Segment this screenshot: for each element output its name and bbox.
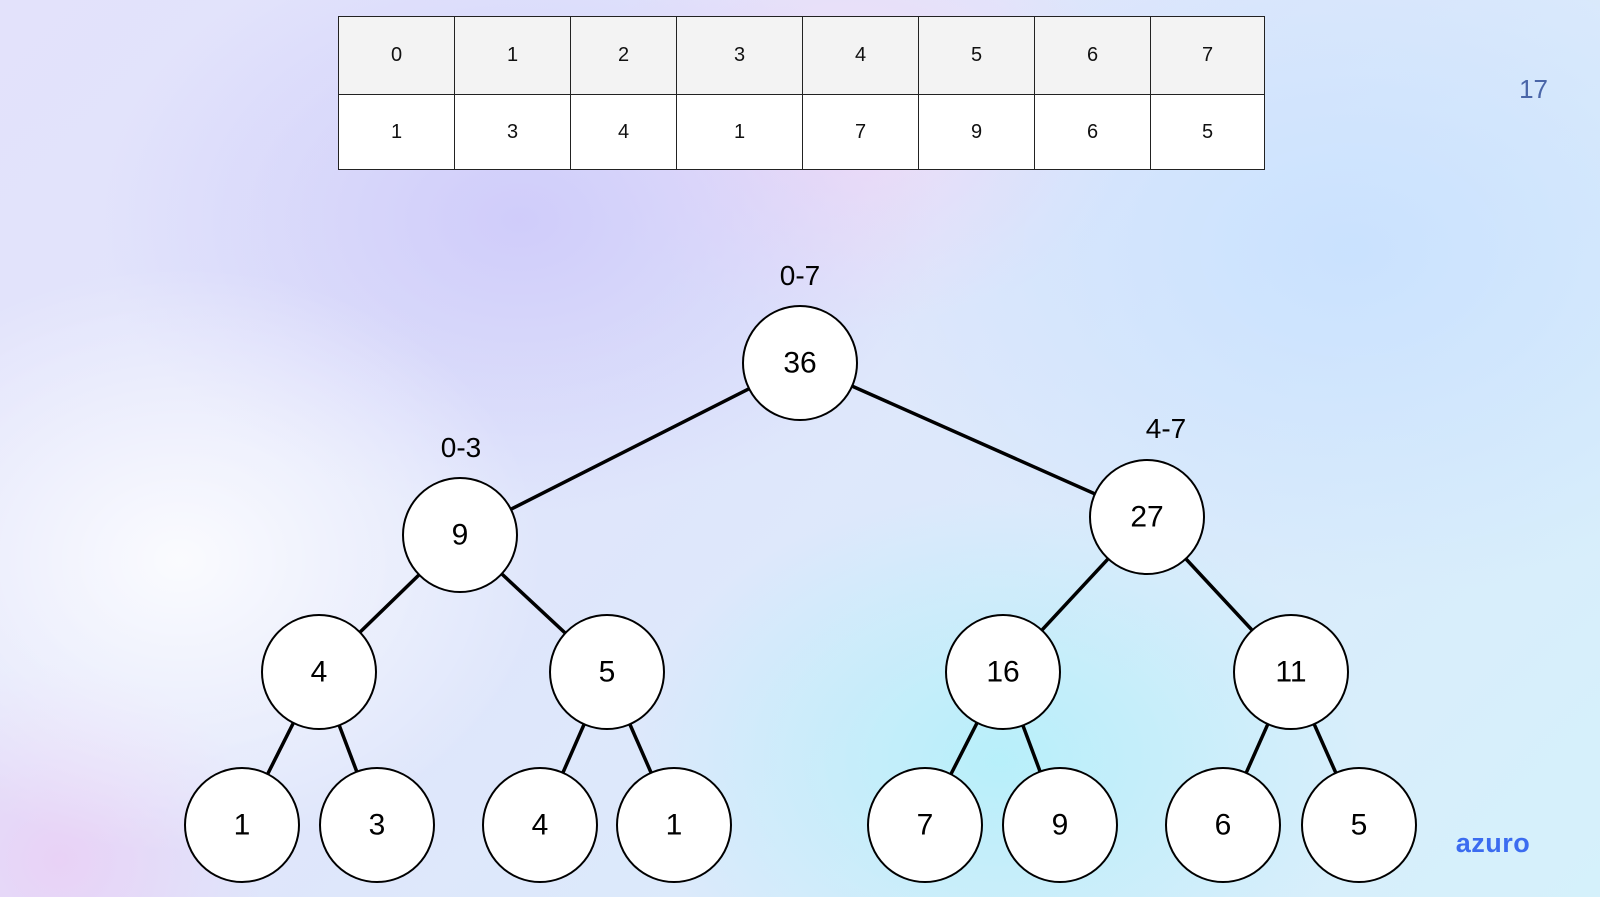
tree-node [549, 614, 665, 730]
tree-node-value: 9 [452, 519, 469, 552]
tree-node [1301, 767, 1417, 883]
tree-node [742, 305, 858, 421]
range-label-right: 4-7 [1146, 413, 1186, 444]
tree-node-value: 1 [666, 809, 683, 842]
array-value-cell: 5 [1150, 94, 1265, 170]
array-index-cell: 1 [454, 16, 571, 95]
tree-node [482, 767, 598, 883]
azuro-logo: azuro [1455, 828, 1531, 858]
array-index-cell: 7 [1150, 16, 1265, 95]
array-value-cell: 1 [676, 94, 803, 170]
array-index-cell: 3 [676, 16, 803, 95]
tree-edges [240, 361, 1361, 826]
array-index-row: 0 1 2 3 4 5 6 7 [338, 16, 1265, 95]
tree-node-values: 36 9 27 4 5 16 11 1 3 4 1 7 9 6 5 [234, 347, 1368, 842]
tree-node-value: 5 [1351, 809, 1368, 842]
array-index-cell: 2 [570, 16, 677, 95]
tree-node-value: 4 [532, 809, 549, 842]
array-value-row: 1 3 4 1 7 9 6 5 [338, 94, 1265, 170]
tree-edge [799, 361, 1148, 519]
array-value-cell: 7 [802, 94, 919, 170]
tree-node [1165, 767, 1281, 883]
tree-node [402, 477, 518, 593]
array-index-cell: 0 [338, 16, 455, 95]
tree-node [1089, 459, 1205, 575]
tree-node-value: 36 [783, 347, 816, 380]
tree-node [1002, 767, 1118, 883]
tree-edge [459, 361, 801, 537]
array-value-cell: 4 [570, 94, 677, 170]
tree-node-value: 27 [1130, 501, 1163, 534]
tree-node [616, 767, 732, 883]
tree-node-value: 4 [311, 656, 328, 689]
tree-node [184, 767, 300, 883]
slide-number: 17 [1519, 74, 1548, 104]
tree-node-value: 9 [1052, 809, 1069, 842]
tree-node [261, 614, 377, 730]
tree-node-value: 1 [234, 809, 251, 842]
array-value-cell: 9 [918, 94, 1035, 170]
array-table: 0 1 2 3 4 5 6 7 1 3 4 1 7 9 6 5 [338, 16, 1265, 170]
array-index-cell: 4 [802, 16, 919, 95]
tree-node [867, 767, 983, 883]
array-value-cell: 6 [1034, 94, 1151, 170]
tree-node [1233, 614, 1349, 730]
tree-node [319, 767, 435, 883]
tree-node-value: 16 [986, 656, 1019, 689]
tree-node-value: 11 [1275, 656, 1306, 689]
array-index-cell: 6 [1034, 16, 1151, 95]
range-label-left: 0-3 [441, 432, 481, 463]
tree-node-value: 5 [599, 656, 616, 689]
array-value-cell: 3 [454, 94, 571, 170]
tree-node-value: 6 [1215, 809, 1232, 842]
tree-node [945, 614, 1061, 730]
array-value-cell: 1 [338, 94, 455, 170]
tree-node-value: 7 [917, 809, 934, 842]
range-label-root: 0-7 [780, 260, 820, 291]
tree-nodes [184, 305, 1417, 883]
tree-node-value: 3 [369, 809, 386, 842]
